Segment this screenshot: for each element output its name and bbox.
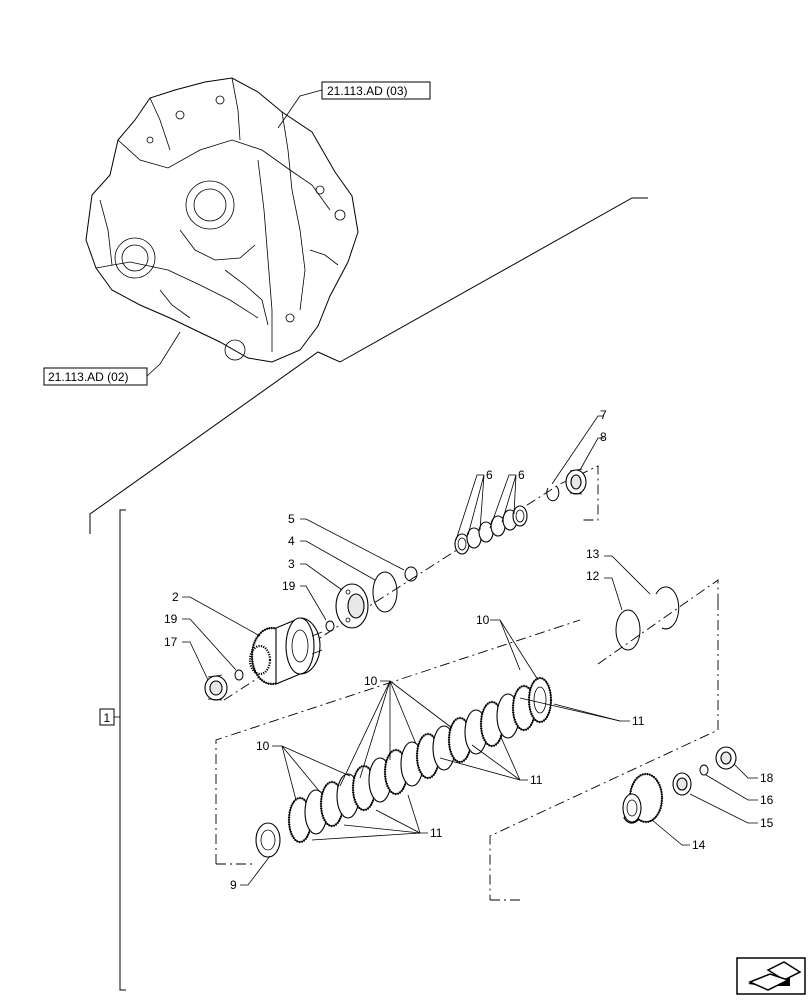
group-label: 1 [99,708,120,726]
next-page-arrow-icon[interactable] [736,957,806,995]
callout-leaders [182,415,758,886]
callout-6a: 6 [486,468,493,482]
reference-lower[interactable]: 21.113.AD (02) [43,367,148,386]
callout-10b: 10 [364,674,378,688]
callout-3: 3 [288,557,295,571]
reference-upper-leader [277,89,323,129]
part-14-gear[interactable] [622,772,664,824]
part-13-circlip[interactable] [655,586,680,630]
svg-text:21.113.AD (02): 21.113.AD (02) [48,370,129,384]
part-18-bearing[interactable] [715,746,737,770]
part-19-o-ring-lower[interactable] [234,669,244,681]
callout-19b: 19 [164,612,178,626]
callout-15: 15 [760,816,774,830]
callout-10c: 10 [256,739,270,753]
callout-16: 16 [760,793,774,807]
callout-12: 12 [586,569,600,583]
callout-5: 5 [288,512,295,526]
callout-6b: 6 [518,468,525,482]
part-4-o-ring[interactable] [372,571,398,613]
clutch-pack-discs[interactable] [287,676,553,844]
callout-numbers: 7 8 6 6 5 4 3 19 2 19 17 13 12 10 10 10 … [164,408,774,892]
callout-17: 17 [164,635,178,649]
callout-11b: 11 [530,773,543,787]
callout-11a: 11 [632,714,645,728]
part-19-o-ring-upper[interactable] [325,620,335,632]
callout-19a: 19 [282,579,296,593]
part-15-bearing[interactable] [672,772,692,796]
svg-text:21.113.AD (03): 21.113.AD (03) [327,84,408,98]
housing-to-group-leader [89,197,648,534]
reference-lower-leader [146,331,181,377]
part-9-thrust-washer[interactable] [255,822,281,858]
part-7-snap-ring[interactable] [546,485,560,502]
callout-7: 7 [600,408,607,422]
group-bracket [119,509,126,991]
callout-4: 4 [288,534,295,548]
part-5-o-ring[interactable] [404,566,418,582]
part-12-snap-ring[interactable] [615,609,641,651]
part-8-bearing[interactable] [565,468,587,495]
callout-13: 13 [586,547,600,561]
svg-text:1: 1 [104,711,111,725]
part-6-seal-rings[interactable] [454,505,528,555]
callout-2: 2 [172,590,179,604]
transmission-housing [85,77,359,363]
callout-10a: 10 [476,613,490,627]
reference-upper[interactable]: 21.113.AD (03) [321,81,431,100]
callout-18: 18 [760,771,774,785]
part-2-gear-drum[interactable] [248,617,323,686]
callout-11c: 11 [430,826,443,840]
part-16-o-ring[interactable] [699,764,709,776]
part-3-piston[interactable] [335,583,369,629]
callout-14: 14 [692,838,706,852]
part-17-bearing[interactable] [204,674,228,701]
callout-9: 9 [230,878,237,892]
callout-8: 8 [600,430,607,444]
